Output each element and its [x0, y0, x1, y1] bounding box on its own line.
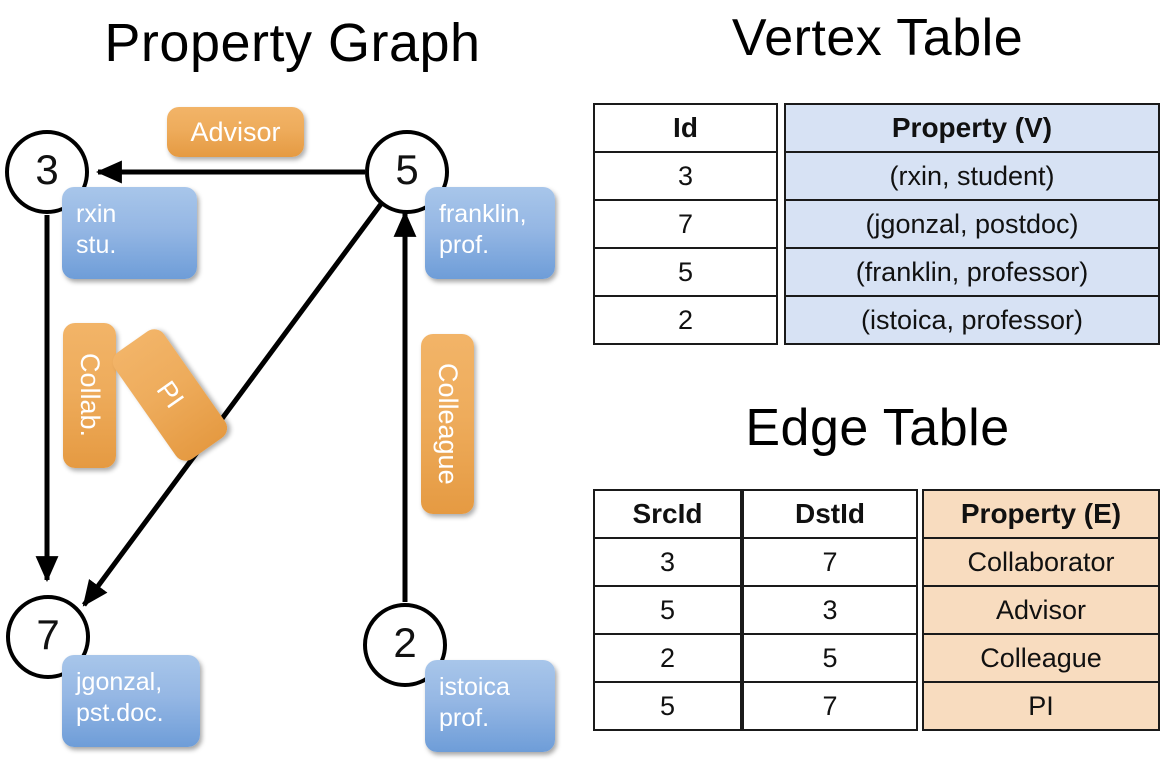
vertex-property-box-3[interactable]: rxin stu. — [62, 187, 197, 279]
vertex-table-cell-id: 5 — [593, 247, 778, 297]
table-row[interactable]: 7 — [742, 681, 918, 731]
edge-table-cell-srcid: 5 — [593, 585, 742, 635]
vertex-table-col-property: Property (V) — [784, 103, 1160, 153]
edge-table-cell-dstid: 3 — [742, 585, 918, 635]
vertex-property-box-2-line2: prof. — [439, 703, 490, 732]
edge-label-colleague-text: Colleague — [433, 363, 463, 485]
table-row[interactable]: (rxin, student) — [784, 151, 1160, 201]
edge-table-dstid-column: DstId 7 3 5 7 — [742, 489, 918, 731]
graph-node-5-label: 5 — [395, 146, 419, 193]
table-row[interactable]: PI — [922, 681, 1160, 731]
vertex-property-box-5-line1: franklin, — [439, 200, 527, 228]
edge-label-collab-text: Collab. — [75, 353, 105, 438]
table-row[interactable]: 5 — [593, 681, 742, 731]
graph-node-3-label: 3 — [35, 146, 59, 193]
graph-node-2-label: 2 — [393, 619, 417, 666]
vertex-property-box-2[interactable]: istoica prof. — [425, 660, 555, 752]
table-row[interactable]: 3 — [742, 585, 918, 635]
edge-5-to-7 — [81, 202, 384, 607]
table-header-row: Property (E) — [922, 489, 1160, 539]
edge-table-cell-srcid: 3 — [593, 537, 742, 587]
vertex-table-property-column: Property (V) (rxin, student) (jgonzal, p… — [784, 103, 1160, 345]
table-row[interactable]: 5 — [742, 633, 918, 683]
vertex-table-cell-property: (franklin, professor) — [784, 247, 1160, 297]
edge-label-colleague[interactable]: Colleague — [421, 334, 474, 514]
table-row[interactable]: 3 — [593, 151, 778, 201]
page-title-edge-table: Edge Table — [745, 399, 1010, 457]
table-row[interactable]: 2 — [593, 295, 778, 345]
table-row[interactable]: 3 — [593, 537, 742, 587]
vertex-table-cell-id: 7 — [593, 199, 778, 249]
edge-label-advisor-text: Advisor — [190, 116, 281, 147]
vertex-table-cell-property: (jgonzal, postdoc) — [784, 199, 1160, 249]
table-header-row: SrcId — [593, 489, 742, 539]
edge-label-collab[interactable]: Collab. — [63, 323, 116, 468]
table-header-row: Property (V) — [784, 103, 1160, 153]
vertex-table-cell-property: (istoica, professor) — [784, 295, 1160, 345]
table-row[interactable]: (franklin, professor) — [784, 247, 1160, 297]
graph-node-5[interactable]: 5 — [365, 130, 449, 214]
table-row[interactable]: 7 — [742, 537, 918, 587]
graph-node-7-label: 7 — [36, 611, 60, 658]
vertex-property-box-5[interactable]: franklin, prof. — [425, 187, 555, 279]
vertex-property-box-5-line2: prof. — [439, 230, 490, 259]
vertex-property-box-7-line1: jgonzal, — [76, 668, 163, 696]
edge-table-cell-dstid: 5 — [742, 633, 918, 683]
edge-table-cell-dstid: 7 — [742, 681, 918, 731]
vertex-table-col-id: Id — [593, 103, 778, 153]
table-row[interactable]: 5 — [593, 585, 742, 635]
table-row[interactable]: Collaborator — [922, 537, 1160, 587]
edge-table-cell-property: PI — [922, 681, 1160, 731]
vertex-property-box-3-line1: rxin — [76, 200, 117, 228]
table-row[interactable]: (istoica, professor) — [784, 295, 1160, 345]
graph-edges-svg — [35, 160, 417, 607]
edge-table-cell-property: Colleague — [922, 633, 1160, 683]
table-header-row: DstId — [742, 489, 918, 539]
table-row[interactable]: Advisor — [922, 585, 1160, 635]
vertex-table-cell-id: 2 — [593, 295, 778, 345]
vertex-property-box-7[interactable]: jgonzal, pst.doc. — [62, 655, 200, 747]
graph-node-2[interactable]: 2 — [363, 603, 447, 687]
edge-table-property-column: Property (E) Collaborator Advisor Collea… — [922, 489, 1160, 731]
edge-label-advisor[interactable]: Advisor — [167, 107, 304, 157]
table-row[interactable]: Colleague — [922, 633, 1160, 683]
table-row[interactable]: 7 — [593, 199, 778, 249]
vertex-table-id-column: Id 3 7 5 2 — [593, 103, 778, 345]
table-row[interactable]: 5 — [593, 247, 778, 297]
vertex-table-cell-property: (rxin, student) — [784, 151, 1160, 201]
vertex-property-box-2-line1: istoica — [439, 673, 510, 701]
edge-table-cell-property: Collaborator — [922, 537, 1160, 587]
vertex-table-cell-id: 3 — [593, 151, 778, 201]
property-graph-diagram: 3 5 7 2 rxin stu. franklin, prof. jgonza… — [5, 107, 555, 752]
page-title-property-graph: Property Graph — [104, 13, 481, 73]
edge-table-srcid-column: SrcId 3 5 2 5 — [593, 489, 742, 731]
table-row[interactable]: 2 — [593, 633, 742, 683]
edge-label-pi-text: PI — [150, 375, 191, 414]
edge-table-col-dstid: DstId — [742, 489, 918, 539]
edge-table-cell-dstid: 7 — [742, 537, 918, 587]
vertex-property-box-3-line2: stu. — [76, 230, 117, 259]
edge-table-cell-srcid: 2 — [593, 633, 742, 683]
edge-table-col-property: Property (E) — [922, 489, 1160, 539]
edge-table-cell-property: Advisor — [922, 585, 1160, 635]
edge-table-cell-srcid: 5 — [593, 681, 742, 731]
table-row[interactable]: (jgonzal, postdoc) — [784, 199, 1160, 249]
edge-table-col-srcid: SrcId — [593, 489, 742, 539]
page-title-vertex-table: Vertex Table — [731, 9, 1024, 67]
vertex-property-box-7-line2: pst.doc. — [76, 698, 164, 727]
table-header-row: Id — [593, 103, 778, 153]
